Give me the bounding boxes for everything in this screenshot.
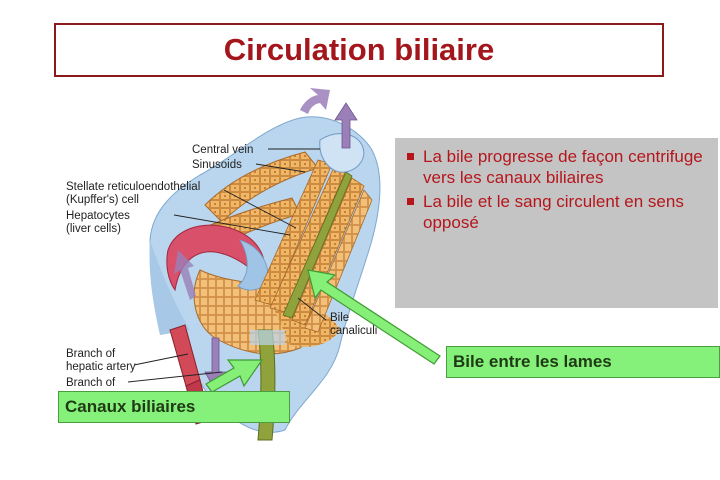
bullet-text: La bile progresse de façon centrifuge ve… [423,147,703,187]
callout-arrow-lames [307,269,441,365]
label-branch-of: Branch of [66,377,116,389]
label-artery-1: Branch of [66,348,116,360]
label-sinusoids: Sinusoids [192,159,242,171]
sinusoid-red [166,224,265,292]
leader-branch [127,371,223,383]
bile-duct-trunk [257,329,276,441]
slide-title: Circulation biliaire [223,32,495,67]
square-bullet-icon [407,198,414,205]
square-bullet-icon [407,153,414,160]
hepatocyte-column-3 [291,177,365,326]
callout-arrow-canaux [205,359,264,393]
label-hepatocytes-2: (liver cells) [66,223,121,235]
label-bile-2: canaliculi [330,325,377,337]
bullet-text: La bile et le sang circulent en sens opp… [423,192,684,232]
bullet-list: La bile progresse de façon centrifuge ve… [403,146,708,233]
bullet-item: La bile progresse de façon centrifuge ve… [403,146,708,188]
bile-canaliculus-duct [282,171,353,319]
label-stellate-1: Stellate reticuloendothelial [66,181,200,193]
leader-hepatocytes [173,214,291,236]
bullet-item: La bile et le sang circulent en sens opp… [403,191,708,233]
title-box: Circulation biliaire [54,23,664,77]
tissue-edge [149,240,190,335]
label-bile-1: Bile [330,312,349,324]
label-artery-2: hepatic artery [66,361,136,373]
callout-canaux-biliaires: Canaux biliaires [58,391,290,423]
arrow-up-icon [334,102,358,149]
leader-bile [297,297,327,321]
label-stellate-2: (Kupffer's) cell [66,194,139,206]
callout-bile-entre-lames: Bile entre les lames [446,346,720,378]
hepatocyte-column-4 [304,189,373,333]
label-hepatocytes-1: Hepatocytes [66,210,130,222]
bullet-box: La bile progresse de façon centrifuge ve… [395,138,718,308]
duct-junction [250,330,285,345]
leader-artery [133,353,189,366]
label-central-vein: Central vein [192,144,253,156]
arrow-up-left-icon [300,88,330,114]
leader-stellate [223,189,297,229]
leader-sinusoids [255,163,306,173]
arrow-left-icon [174,250,196,300]
sinusoid-blue [237,239,269,291]
